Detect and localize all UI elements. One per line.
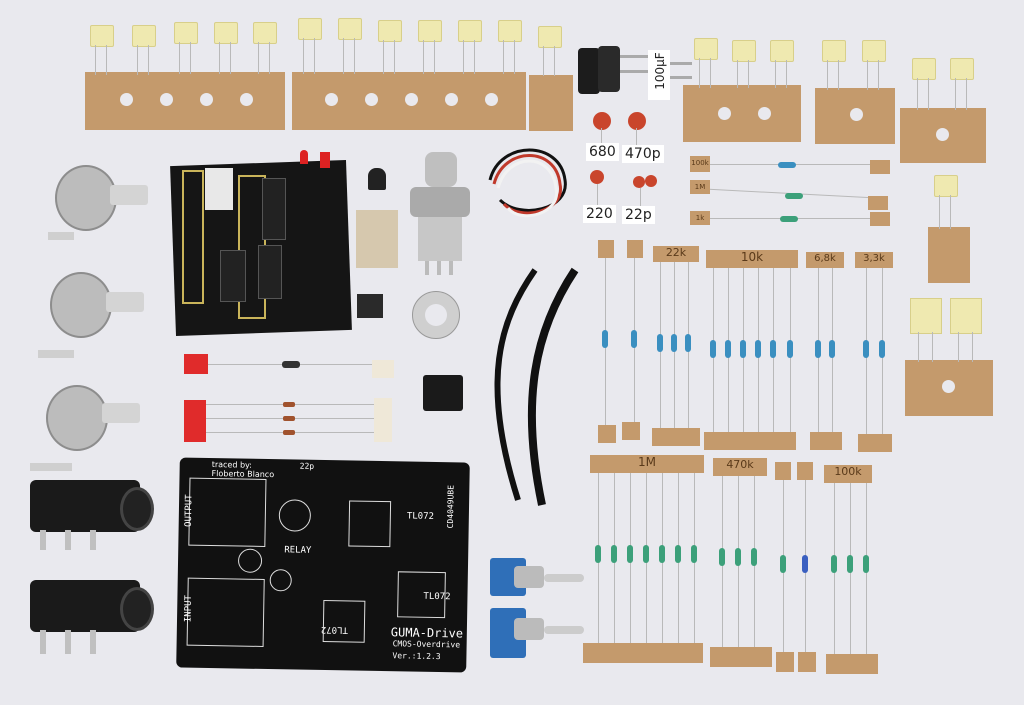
pcb-title: GUMA-Drive (390, 625, 464, 641)
resistor-label-6-8k: 6,8k (806, 252, 844, 268)
washer (412, 291, 460, 339)
capacitor-value-22p: 22p (622, 206, 655, 224)
resistor-label-22k: 22k (653, 246, 699, 262)
capacitor-value-100uf: 100µF (653, 52, 667, 90)
resistor-label-470k: 470k (713, 458, 767, 476)
dc-jack (423, 375, 463, 411)
resistor-label-100k: 100k (824, 465, 872, 483)
resistor-label-3-3k: 3,3k (855, 252, 893, 268)
resistor-label-10k: 10k (706, 250, 798, 268)
pcb-version: Ver.:1.2.3 (392, 651, 441, 662)
pcb-credit-line2: Floberto Blanco (211, 469, 275, 480)
capacitor-value-680: 680 (586, 143, 619, 161)
pcb-input-label: INPUT (183, 595, 195, 623)
capacitor-value-220: 220 (583, 205, 616, 223)
resistor-label-100k-h: 100k (690, 156, 710, 172)
capacitor-value-470p: 470p (622, 145, 664, 163)
resistor-label-1m: 1M (590, 455, 704, 473)
pcb-chip-label-4: CD4049UBE (445, 484, 456, 529)
resistor-label-1k-h: 1k (690, 211, 710, 225)
pcb-cap-22p: 22p (299, 461, 315, 471)
wire-bundle (488, 148, 567, 218)
guma-drive-pcb: OUTPUT INPUT traced by: Floberto Blanco … (176, 457, 470, 673)
pcb-chip-label-1: TL072 (406, 511, 435, 522)
resistor-label-1m-h: 1M (690, 180, 710, 194)
pcb-relay-label: RELAY (284, 545, 312, 556)
pcb-subtitle: CMOS-Overdrive (392, 639, 461, 650)
pcb-output-label: OUTPUT (183, 494, 195, 527)
heat-shrink-tubes (494, 267, 579, 506)
